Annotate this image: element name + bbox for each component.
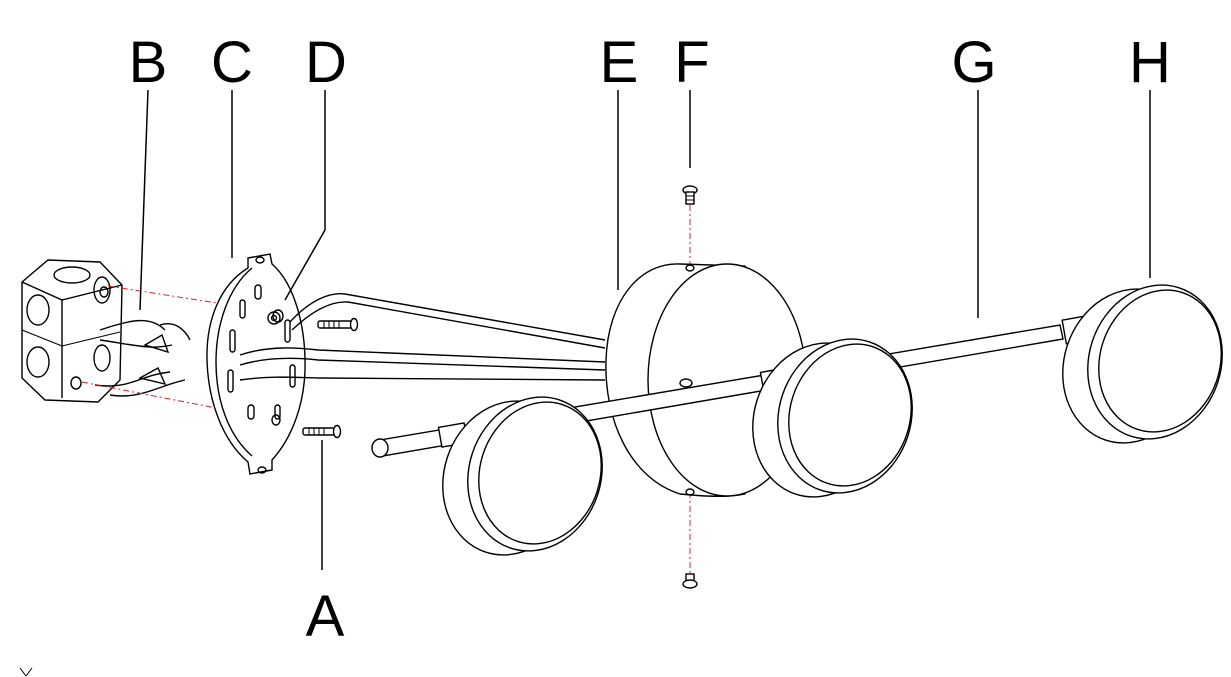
mounting-plate [206,253,306,475]
label-a: A [306,584,345,649]
label-e: E [600,30,639,95]
label-h: H [1129,30,1171,95]
label-c: C [211,30,253,95]
top-screw [682,185,698,205]
label-d: D [305,30,347,95]
label-b: B [129,30,168,95]
leader-lines [139,89,1151,570]
label-g: G [951,30,996,95]
mounting-screws [302,317,359,439]
spot-head-left [442,396,603,556]
alignment-guides [81,205,691,574]
supply-wires [94,319,191,397]
junction-box [21,259,123,403]
ground-screw [267,311,281,325]
spot-head-right [1062,284,1223,444]
fixture-wires [239,293,606,381]
label-f: F [674,30,709,95]
bottom-screw [682,573,698,589]
spot-head-middle [752,338,913,498]
corner-mark [19,667,33,677]
